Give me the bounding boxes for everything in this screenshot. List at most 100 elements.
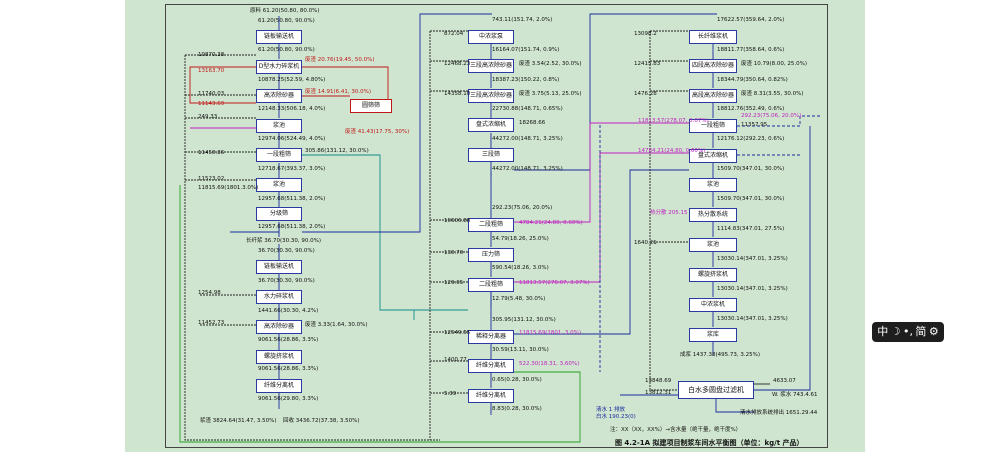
process-box: 盘式浓缩机	[468, 118, 514, 132]
flow-label: 13030.14(347.01, 3.25%)	[717, 286, 788, 292]
white-water-label: 白水 190.23(0)	[596, 414, 636, 420]
reject-label: 回收 3436.72(37.38, 3.50%)	[283, 418, 360, 424]
reject-label: 14784.21(24.80, 0.60%)	[638, 148, 706, 154]
side-input: 249.33	[198, 114, 218, 120]
flow-label: 9061.56(29.80, 3.3%)	[258, 396, 319, 402]
process-box: 链板输送机	[256, 260, 302, 274]
white-water-label: 13848.69	[645, 378, 672, 384]
teal-connector	[302, 154, 468, 311]
process-box: 浆池	[256, 119, 302, 133]
side-input: 11452.73	[198, 320, 225, 326]
side-input: 1254.98	[198, 290, 221, 296]
reject-label: 废渣 20.76(19.45, 50.0%)	[305, 57, 375, 63]
flow-label: 12718.67(393.37, 3.0%)	[258, 166, 326, 172]
process-box: 盘式浓缩机	[689, 149, 737, 163]
dashed-return	[649, 31, 678, 391]
flow-label: 1509.70(347.01, 30.0%)	[717, 196, 785, 202]
process-box: 稀释分离器	[468, 330, 514, 344]
left-margin	[0, 0, 125, 452]
white-water-filter-box: 白水多圆盘过滤机	[678, 381, 754, 399]
legend-note: 注：XX（XX，XX%）→含水量（绝干量，绝干度%）	[610, 427, 742, 433]
flow-connector	[230, 222, 280, 233]
side-input: 12549.55	[444, 330, 471, 336]
side-input: 10870.38	[198, 52, 225, 58]
process-box: D型水力碎浆机	[256, 60, 302, 74]
reject-label: 废渣 10.79(8.00, 25.0%)	[741, 61, 808, 67]
side-input: 11523.02	[198, 176, 225, 182]
flow-label: 9061.56(28.86, 3.3%)	[258, 366, 319, 372]
side-input: 11815.69(1801.3.0%)	[198, 185, 259, 191]
process-box: 三段筛	[468, 148, 514, 162]
flow-label: 0.65(0.28, 30.0%)	[492, 377, 542, 383]
flow-label: 590.54(18.26, 3.0%)	[492, 265, 549, 271]
diagram-frame	[165, 4, 828, 448]
gear-icon[interactable]: ⚙	[928, 325, 939, 338]
right-margin	[865, 0, 1000, 452]
flow-label: 12957.68(511.38, 2.0%)	[258, 196, 326, 202]
white-water-label: 4633.07	[773, 378, 796, 384]
process-box: 一段粗筛	[256, 148, 302, 162]
red-process-box: 圆筛筛	[350, 99, 392, 113]
flow-label: 12957.68(511.38, 2.0%)	[258, 224, 326, 230]
flow-label: 9061.56(28.86, 3.3%)	[258, 337, 319, 343]
side-input: 130.70	[444, 250, 464, 256]
flow-label: 18812.76(352.49, 0.6%)	[717, 106, 785, 112]
flow-label: 292.23(75.06, 20.0%)	[492, 205, 553, 211]
side-input: 12415.83	[634, 61, 661, 67]
flow-label: 10878.25(52.59, 4.80%)	[258, 77, 326, 83]
side-input: 10606.88	[444, 218, 471, 224]
process-box: 一段粗筛	[689, 119, 737, 133]
side-input: 11450.86	[198, 150, 225, 156]
figure-caption: 图 4.2-1A 拟建项目制浆车间水平衡图（单位：kg/t 产品）	[615, 439, 804, 447]
flow-label: 8.83(0.28, 30.0%)	[492, 406, 542, 412]
process-box: 纤维分离机	[468, 389, 514, 403]
reject-label: 浆渣 3824.64(31.47, 3.50%)	[200, 418, 277, 424]
reject-label: 11357.95	[741, 122, 768, 128]
blue-connector	[514, 13, 717, 171]
process-box: 高段高浓除砂器	[689, 89, 737, 103]
white-water-label: 清水排放系统排出 1651.29.44	[740, 410, 818, 416]
reject-label: 292.23(75.06, 20.0%)	[741, 113, 802, 119]
process-box: 分级筛	[256, 207, 302, 221]
reject-label: 废渣 3.75(5.13, 25.0%)	[519, 91, 582, 97]
side-input: 1640.21	[634, 240, 657, 246]
side-input: 872.04	[444, 31, 464, 37]
moon-icon[interactable]: ☽	[890, 325, 901, 338]
reject-label: 11813.57(278.07, 3.07%)	[638, 118, 709, 124]
process-box: 压力筛	[468, 248, 514, 262]
side-input: 13098.2	[634, 31, 657, 37]
process-box: 螺旋挤浆机	[256, 350, 302, 364]
raw-material-label: 原料 61.20(50.80, 80.0%)	[250, 8, 320, 14]
white-water-label: 13812.31	[645, 390, 672, 396]
process-box: 高浓除砂器	[256, 89, 302, 103]
flow-label: 36.70(30.30, 90.0%)	[258, 248, 315, 254]
process-box: 三段高浓除砂器	[468, 89, 514, 103]
red-loop	[302, 66, 389, 99]
reject-label: 18268.66	[519, 120, 546, 126]
reject-label: 废渣 14.91(6.41, 30.0%)	[305, 89, 372, 95]
punctuation-icon[interactable]: •,	[902, 325, 913, 338]
side-input: 5.39	[444, 391, 457, 397]
ime-language-toggle[interactable]: 中	[877, 325, 889, 338]
flow-label: 12974.06(524.49, 4.0%)	[258, 136, 326, 142]
reject-label: 522.30(18.31, 3.60%)	[519, 361, 580, 367]
side-input: 14358.10	[444, 91, 471, 97]
blue-connector	[514, 169, 689, 335]
side-input: 11740.03	[198, 91, 225, 97]
reject-label: 废渣 41.43(17.75, 30%)	[345, 129, 410, 135]
side-input: 热分散 205.15	[650, 210, 688, 216]
flow-label: 13030.14(347.01, 3.25%)	[717, 316, 788, 322]
flow-label: 18344.79(350.64, 0.82%)	[717, 77, 788, 83]
white-water-label: W. 浆水 743.4.61	[772, 392, 818, 398]
process-box: 二段粗筛	[468, 278, 514, 292]
flow-label: 36.70(30.30, 90.0%)	[258, 278, 315, 284]
side-input: 11143.69	[198, 101, 225, 107]
ime-toolbar[interactable]: 中 ☽ •, 简 ⚙	[872, 322, 944, 342]
process-box: 螺旋挤浆机	[689, 268, 737, 282]
magenta-connector	[514, 122, 689, 223]
flow-label: 18387.23(150.22, 0.8%)	[492, 77, 560, 83]
flow-label: 16164.07(151.74, 0.9%)	[492, 47, 560, 53]
ime-simplified-toggle[interactable]: 简	[915, 325, 927, 338]
